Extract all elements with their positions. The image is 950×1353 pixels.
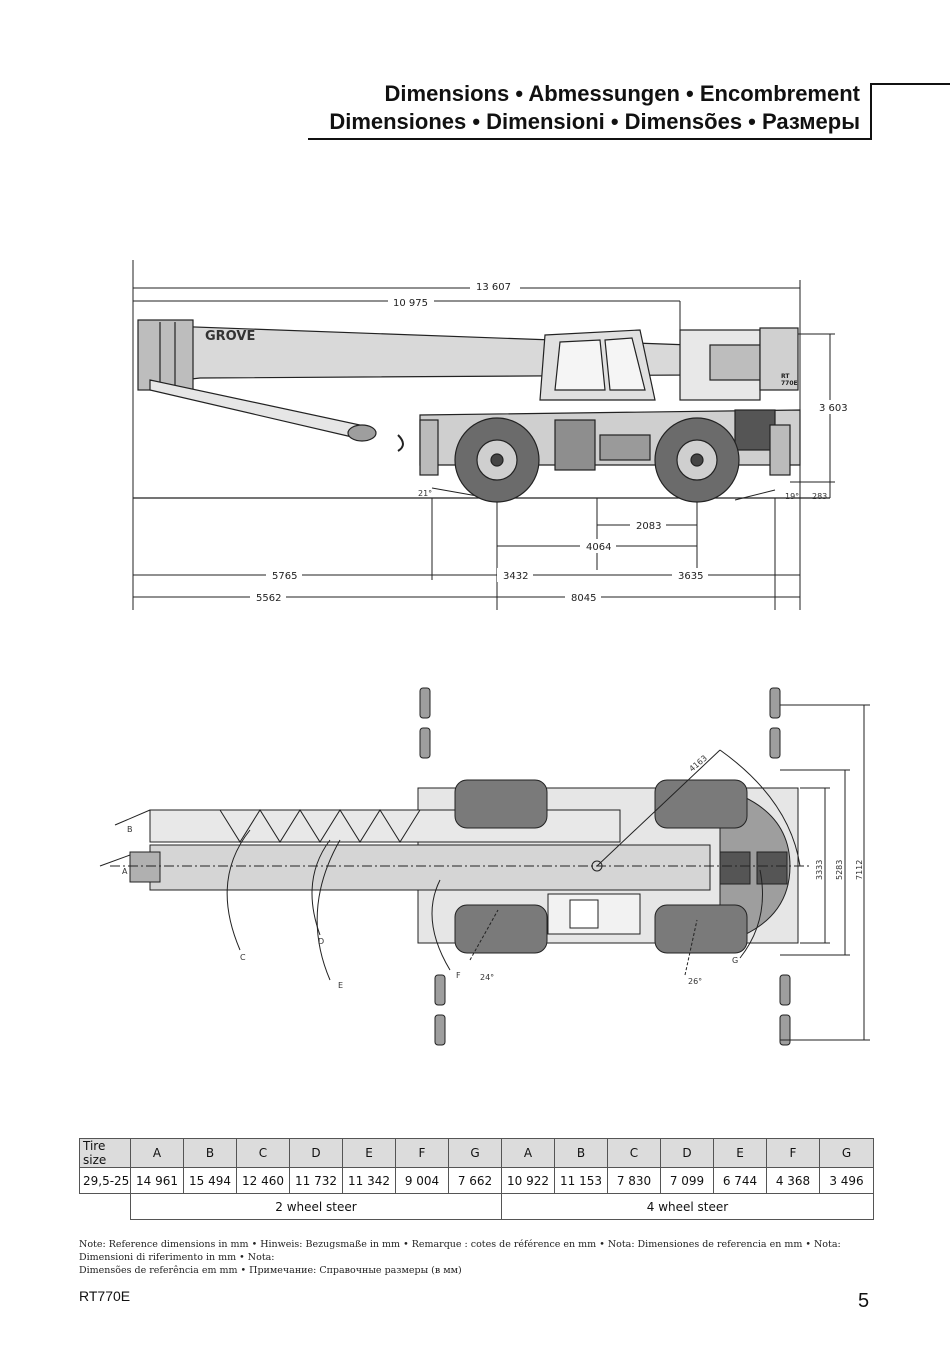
dim-3432: 3432 [503, 571, 528, 582]
table-spacer-cell [80, 1194, 131, 1220]
label-f: F [456, 971, 461, 980]
corner-bracket-horizontal [870, 83, 950, 85]
group-label-4ws: 4 wheel steer [501, 1193, 874, 1220]
header-cell: D [289, 1138, 343, 1168]
table-cell: 6 744 [713, 1167, 767, 1194]
table-cell: 11 153 [554, 1167, 608, 1194]
dim-width-7112: 7112 [855, 860, 864, 880]
angle-rear: 26° [688, 977, 702, 986]
dim-2083: 2083 [636, 521, 661, 532]
header-cell: G [819, 1138, 874, 1168]
model-badge-line1: RT [781, 373, 790, 380]
header-cell: C [236, 1138, 290, 1168]
dim-width-3333: 3333 [815, 860, 824, 880]
header-cell: A [130, 1138, 184, 1168]
table-cell: 14 961 [130, 1167, 184, 1194]
table-cell: 10 922 [501, 1167, 555, 1194]
header-cell: E [342, 1138, 396, 1168]
table-cell: 15 494 [183, 1167, 237, 1194]
title-underline [308, 138, 870, 140]
dim-4064: 4064 [586, 542, 611, 553]
table-cell: 9 004 [395, 1167, 449, 1194]
page-number: 5 [858, 1290, 870, 1312]
corner-bracket-vertical [870, 83, 872, 140]
header-cell: Tire size [79, 1138, 131, 1168]
label-g: G [732, 956, 738, 965]
title-line-1: Dimensions • Abmessungen • Encombrement [384, 81, 860, 106]
dim-front-angle: 21° [418, 489, 432, 498]
page-title: Dimensions • Abmessungen • Encombrement … [300, 80, 860, 136]
label-e: E [338, 981, 343, 990]
table-cell: 7 830 [607, 1167, 661, 1194]
table-row: 29,5-25 14 961 15 494 12 460 11 732 11 3… [79, 1167, 874, 1194]
header-cell: B [554, 1138, 608, 1168]
table-cell: 4 368 [766, 1167, 820, 1194]
angle-front: 24° [480, 973, 494, 982]
table-cell: 12 460 [236, 1167, 290, 1194]
header-cell: G [448, 1138, 502, 1168]
dim-5765: 5765 [272, 571, 297, 582]
table-group-row: 2 wheel steer 4 wheel steer [80, 1193, 874, 1220]
label-b: B [127, 825, 133, 834]
header-cell: D [660, 1138, 714, 1168]
note-line-1: Note: Reference dimensions in mm • Hinwe… [79, 1239, 841, 1263]
table-cell: 7 662 [448, 1167, 502, 1194]
dim-3635: 3635 [678, 571, 703, 582]
side-view-drawing: GROVE RT 770E 13 607 10 975 3 60 [132, 260, 848, 610]
dim-8045: 8045 [571, 593, 596, 604]
header-cell: F [766, 1138, 820, 1168]
title-line-2: Dimensiones • Dimensioni • Dimensões • Р… [329, 109, 860, 134]
header-cell: F [395, 1138, 449, 1168]
table-cell: 29,5-25 [79, 1167, 131, 1194]
dim-width-5283: 5283 [835, 860, 844, 880]
header-cell: C [607, 1138, 661, 1168]
label-d: D [318, 937, 324, 946]
label-c: C [240, 953, 246, 962]
label-a: A [122, 867, 128, 876]
dim-overall-length: 13 607 [476, 282, 511, 293]
header-cell: A [501, 1138, 555, 1168]
table-cell: 11 732 [289, 1167, 343, 1194]
dim-5562: 5562 [256, 593, 281, 604]
dim-boom-length: 10 975 [393, 298, 428, 309]
table-cell: 3 496 [819, 1167, 874, 1194]
table-cell: 7 099 [660, 1167, 714, 1194]
table-cell: 11 342 [342, 1167, 396, 1194]
table-header-row: Tire size A B C D E F G A B C D E F G [79, 1138, 874, 1168]
top-view-drawing: 4163 3333 5283 7112 24° 26° A B C D E F … [99, 687, 870, 1046]
dim-height: 3 603 [819, 403, 848, 414]
model-badge-line2: 770E [781, 380, 798, 387]
grove-logo: GROVE [205, 329, 255, 344]
dim-rear-angle: 19° [785, 492, 799, 501]
reference-note: Note: Reference dimensions in mm • Hinwe… [79, 1238, 874, 1277]
dimension-table: Tire size A B C D E F G A B C D E F G 29… [79, 1138, 874, 1220]
header-cell: E [713, 1138, 767, 1168]
note-line-2: Dimensões de referência em mm • Примечан… [79, 1265, 462, 1276]
footer-model: RT770E [79, 1288, 131, 1304]
dim-rear-clearance: 283 [812, 492, 827, 501]
header-cell: B [183, 1138, 237, 1168]
group-label-2ws: 2 wheel steer [130, 1193, 502, 1220]
